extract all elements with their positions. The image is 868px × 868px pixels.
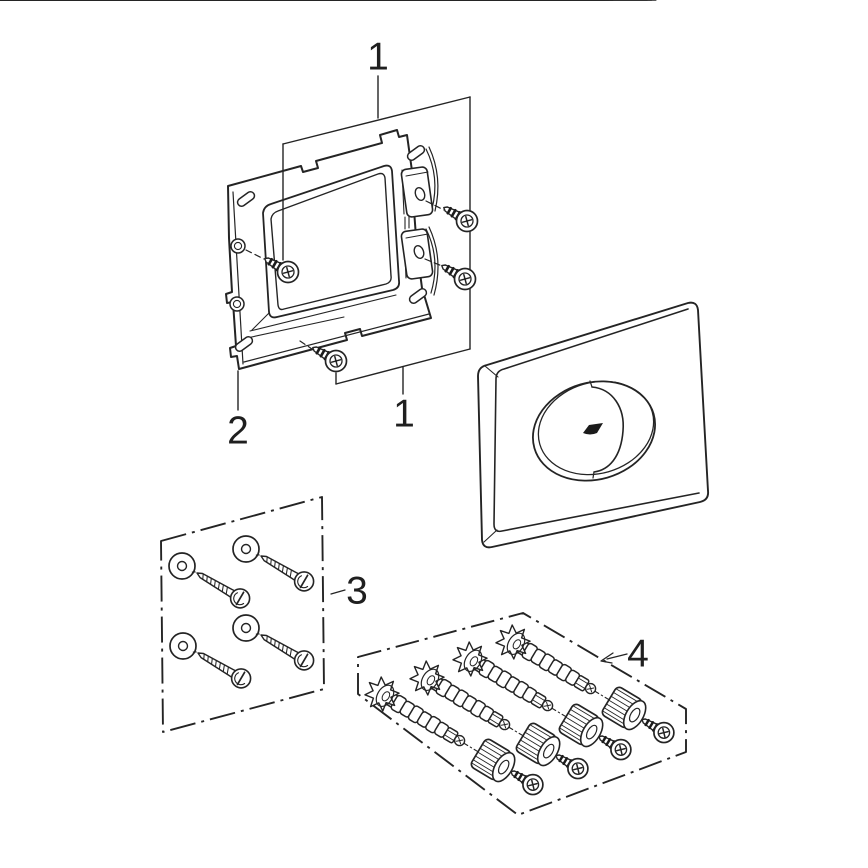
- callout-1-top-label: 1: [367, 36, 389, 79]
- frame-screw-tabs: [400, 166, 434, 280]
- set-boundary: [160, 496, 325, 733]
- callout-4-label: 4: [627, 633, 649, 676]
- spacer-bolt-set: [0, 0, 687, 816]
- wall-screw-with-washer: [232, 614, 315, 671]
- frame-plate: [225, 129, 432, 370]
- mounting-frame: [225, 129, 439, 370]
- wall-screw-with-washer: [169, 632, 252, 689]
- frame-spring-brackets: [425, 146, 439, 296]
- wall-screw-with-washer: [168, 552, 251, 609]
- frame-slots: [234, 145, 428, 352]
- callout-labels: 1 1 2 3 4: [227, 36, 649, 676]
- fixing-screw: [0, 0, 300, 284]
- wall-screw-set: [160, 496, 346, 733]
- wall-screw-with-washer: [232, 535, 315, 592]
- fixing-screw: [0, 0, 477, 291]
- label-3-tick: [330, 589, 346, 595]
- spacer-bolt-assembly: [0, 0, 589, 780]
- spacer-bolt-assembly: [0, 0, 544, 796]
- flush-plate: [477, 301, 710, 549]
- frame-holes: [229, 238, 246, 312]
- fixing-screw: [0, 0, 479, 233]
- frame-fixing-screws: [0, 0, 479, 373]
- label-4-arrow: [600, 652, 628, 664]
- fixing-screw: [0, 0, 348, 373]
- callout-3-label: 3: [346, 570, 368, 613]
- set-boundary: [357, 612, 687, 816]
- flush-button: [532, 380, 656, 482]
- callout-2-label: 2: [227, 410, 249, 453]
- spacer-bolt-assembly: [0, 0, 632, 761]
- spacer-bolt-assembly: [0, 0, 675, 744]
- leader-lines: [245, 200, 445, 350]
- callout-1-bottom-label: 1: [393, 393, 415, 436]
